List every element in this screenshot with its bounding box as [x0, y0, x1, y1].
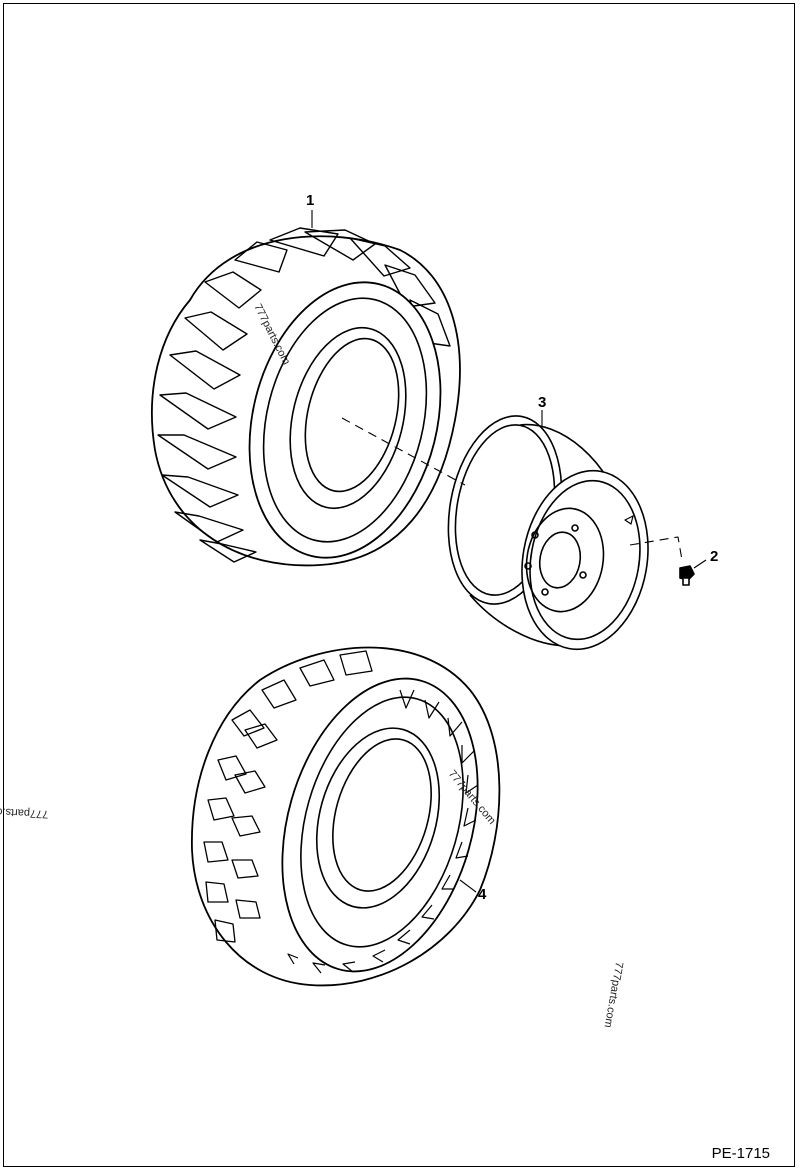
callout-3: 3 [538, 394, 547, 411]
leader-lines [311, 210, 707, 893]
assembly-centerlines [341, 417, 683, 561]
page-border [3, 3, 795, 1167]
centerline-rim-to-bolt [629, 536, 683, 561]
leader-line-4 [459, 879, 477, 893]
lug-tire-drawing [151, 227, 461, 567]
wheel-bolt-drawing [679, 565, 695, 586]
page-identifier: PE-1715 [711, 1145, 770, 1162]
callout-4: 4 [478, 886, 487, 903]
turf-tire-drawing [191, 646, 501, 987]
centerline-tire-to-rim [341, 417, 466, 486]
leader-line-2 [693, 559, 707, 569]
watermark: 777parts.com [0, 804, 49, 820]
callout-1: 1 [306, 192, 315, 209]
wheel-rim-drawing [447, 415, 649, 651]
callout-2: 2 [710, 548, 719, 565]
